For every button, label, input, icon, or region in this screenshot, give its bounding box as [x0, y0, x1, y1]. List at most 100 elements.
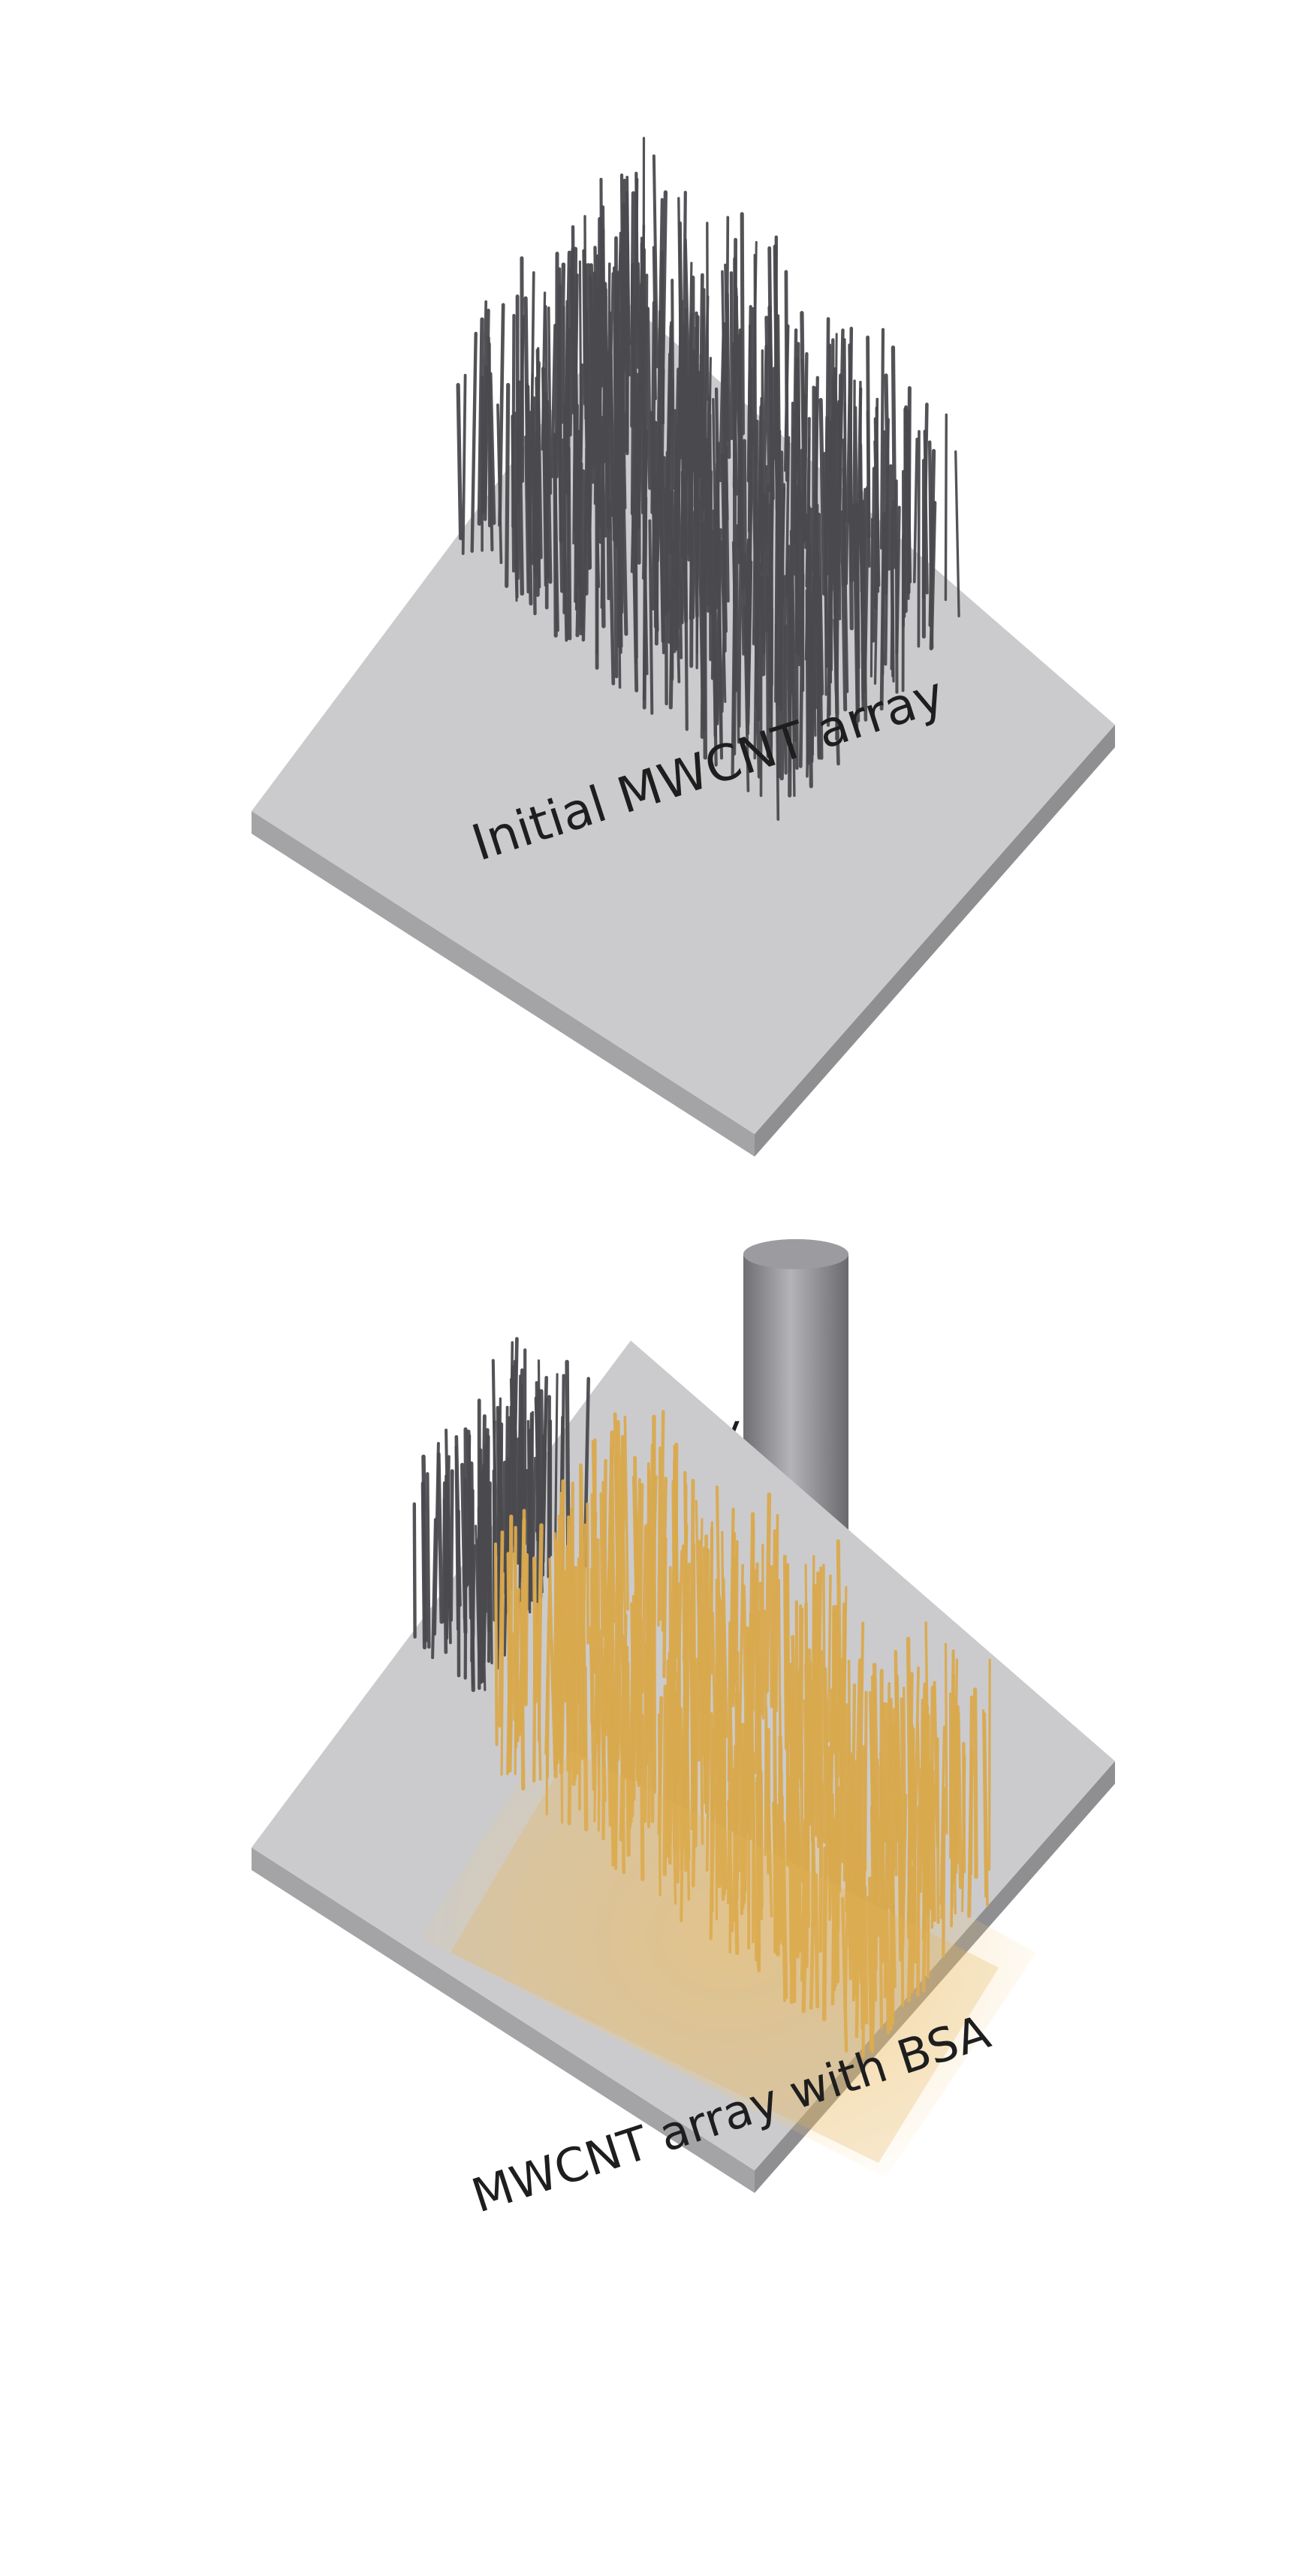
nanotube: [764, 1492, 772, 1694]
nanotube: [729, 271, 734, 441]
nanotube: [503, 1509, 509, 1657]
nanotube: [863, 1885, 869, 2025]
nanotube: [759, 1769, 764, 1920]
nanotube: [721, 557, 727, 713]
nanotube: [784, 270, 789, 482]
nanotube: [761, 1543, 765, 1720]
nanotube: [593, 1625, 599, 1823]
nanotube: [643, 1642, 649, 1823]
nanotube: [891, 508, 895, 683]
nanotube: [884, 1702, 891, 1909]
nanotube: [826, 518, 833, 727]
nanotube: [800, 359, 807, 549]
nanotube: [683, 1694, 688, 1872]
nanotube: [498, 1530, 505, 1728]
nanotube: [848, 474, 854, 631]
nanotube: [764, 1706, 770, 1875]
nanotube: [879, 511, 886, 711]
nanotube: [605, 1662, 612, 1827]
panel-initial-array: Initial MWCNT array: [252, 137, 1115, 1157]
nanotube: [692, 415, 698, 620]
nanotube: [636, 391, 641, 565]
nanotube: [547, 306, 553, 495]
panel-bsa-array: MWCNT array with BSA: [252, 1337, 1115, 2224]
nanotube: [550, 324, 557, 478]
nanotube: [711, 604, 718, 767]
nanotube: [854, 1902, 860, 2038]
substrate-1-side-left: [252, 811, 755, 1157]
nanotube: [756, 1839, 761, 1972]
nanotube: [758, 1581, 764, 1715]
nanotube: [581, 457, 589, 642]
nanotube: [885, 1896, 891, 2035]
nanotube: [929, 500, 937, 650]
nanotube: [456, 382, 463, 541]
nanotube: [879, 327, 885, 550]
nanotube: [505, 382, 511, 588]
nanotube: [518, 1413, 523, 1608]
nanotube: [809, 1878, 816, 2010]
nanotube: [921, 1819, 929, 1993]
nanotube: [496, 1482, 502, 1670]
nanotube: [559, 1650, 564, 1824]
nanotube: [855, 502, 860, 722]
nanotube: [568, 247, 574, 437]
nanotube: [725, 292, 731, 460]
nanotube: [869, 517, 874, 678]
nanotube: [882, 1702, 888, 1843]
nanotube: [431, 1518, 437, 1660]
nanotube: [477, 317, 484, 526]
nanotube: [685, 1699, 691, 1901]
nanotube: [761, 493, 768, 677]
nanotube: [788, 579, 792, 798]
nanotube: [868, 1876, 875, 2053]
nanotube: [972, 1688, 978, 1879]
nanotube: [654, 421, 660, 646]
nanotube: [412, 1502, 417, 1639]
nanotube: [737, 520, 743, 728]
nanotube: [717, 532, 724, 760]
nanotube: [782, 1821, 788, 1999]
nanotube: [517, 380, 524, 596]
nanotube: [873, 529, 879, 685]
nanotube: [625, 241, 629, 456]
nanotube: [749, 1709, 754, 1841]
nanotube: [852, 504, 859, 729]
nanotube: [950, 1727, 956, 1928]
nanotube: [774, 623, 780, 821]
nanotube: [873, 397, 879, 609]
nanotube: [752, 1751, 758, 1962]
nanotube: [960, 1755, 966, 1912]
nanotube: [683, 502, 689, 731]
nanotube-array-initial: [456, 137, 960, 821]
nanotube: [855, 1658, 862, 1795]
nanotube: [983, 1712, 989, 1907]
nanotube: [614, 1692, 619, 1871]
nanotube: [668, 539, 676, 710]
nanotube: [709, 1727, 716, 1941]
nanotube: [496, 403, 503, 565]
nanotube: [674, 529, 681, 683]
nanotube: [879, 1768, 886, 1964]
nanotube: [493, 1542, 499, 1746]
nanotube: [827, 1745, 831, 1921]
nanotube: [702, 535, 707, 760]
nanotube: [513, 1398, 520, 1535]
nanotube: [822, 1700, 828, 1844]
nanotube: [942, 1808, 946, 1958]
nanotube: [625, 1661, 631, 1857]
nanotube: [765, 576, 770, 759]
nanotube: [514, 1625, 517, 1775]
nanotube: [731, 604, 737, 777]
nanotube: [954, 450, 960, 618]
nanotube: [743, 605, 750, 792]
nanotube: [631, 495, 639, 692]
nanotube: [526, 1419, 532, 1614]
nanotube: [642, 499, 647, 710]
nanotube: [662, 1537, 668, 1679]
nanotube: [800, 1818, 808, 1982]
nanotube: [770, 607, 773, 762]
nanotube: [944, 413, 948, 602]
nanotube: [666, 1698, 672, 1866]
